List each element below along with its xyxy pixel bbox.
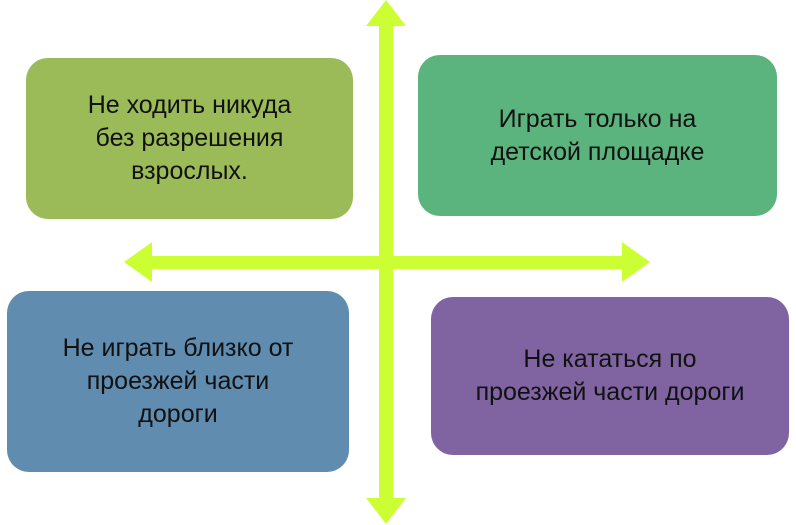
- arrowhead-up: [366, 0, 406, 26]
- rule-text-top-right: Играть только на детской площадке: [490, 104, 705, 166]
- rule-text-top-left: Не ходить никуда без разрешения взрослых…: [87, 91, 292, 185]
- rule-box-top-right: Играть только на детской площадке: [418, 55, 777, 216]
- rule-text-bottom-right: Не кататься по проезжей части дороги: [475, 345, 745, 406]
- horizontal-axis-arrow: [124, 242, 650, 282]
- rule-text-bottom-left: Не играть близко от проезжей части дорог…: [62, 334, 294, 428]
- arrowhead-down: [366, 498, 406, 524]
- rule-box-bottom-left: Не играть близко от проезжей части дорог…: [7, 291, 349, 472]
- arrowhead-right: [622, 242, 650, 282]
- arrowhead-left: [124, 242, 152, 282]
- rule-box-top-left: Не ходить никуда без разрешения взрослых…: [26, 58, 353, 219]
- horizontal-axis-shaft: [140, 256, 632, 269]
- rule-box-bottom-right: Не кататься по проезжей части дороги: [431, 297, 789, 455]
